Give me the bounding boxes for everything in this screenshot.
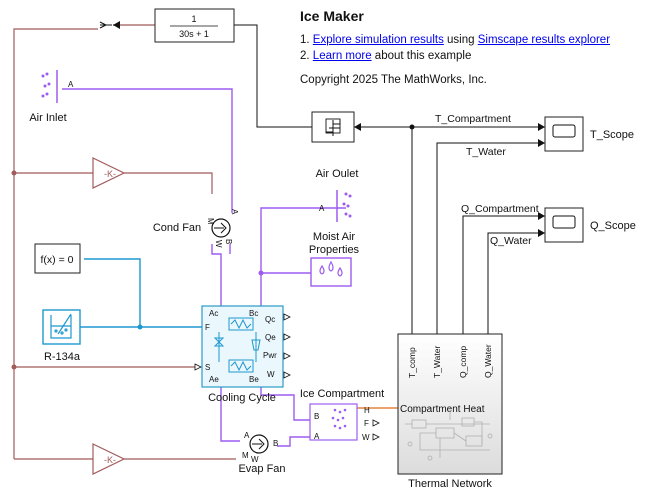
line1-connector: using xyxy=(443,34,478,46)
cond-fan-block[interactable]: M A B W Cond Fan xyxy=(153,209,239,248)
gain-block-bottom[interactable]: -K- xyxy=(92,443,126,475)
gain-bottom-label: -K- xyxy=(104,455,116,465)
air-outlet-port-a: A xyxy=(319,204,325,213)
step-number-2: 2. xyxy=(300,50,313,62)
tf-denominator: 30s + 1 xyxy=(179,29,209,39)
cond-fan-port-m: M xyxy=(206,218,215,225)
cond-fan-port-b: B xyxy=(224,239,233,244)
ice-compartment-label: Ice Compartment xyxy=(300,388,384,400)
cc-port-qc: Qc xyxy=(265,315,275,324)
evap-fan-port-a: A xyxy=(244,431,250,440)
tf-numerator: 1 xyxy=(191,14,196,24)
evap-fan-label: Evap Fan xyxy=(238,463,285,475)
moist-air-label-1: Moist Air xyxy=(313,231,356,243)
evap-fan-port-b: B xyxy=(273,439,278,448)
refrigerant-lines xyxy=(80,258,202,328)
instruction-line-2: 2. Learn more about this example xyxy=(300,48,640,64)
gain-top-label: -K- xyxy=(104,169,116,179)
cc-port-pwr: Pwr xyxy=(263,351,277,360)
ice-port-w: W xyxy=(362,433,370,442)
tn-port-t-water: T_Water xyxy=(432,346,442,378)
thermal-network-block[interactable]: T_comp T_Water Q_comp Q_Water Compartmen… xyxy=(397,333,503,490)
signal-label-t-compartment: T_Compartment xyxy=(435,113,511,125)
signal-junctions xyxy=(11,170,17,370)
ice-port-f: F xyxy=(364,419,369,428)
cc-port-bc: Bc xyxy=(249,309,258,318)
solver-label: f(x) = 0 xyxy=(41,254,74,266)
t-scope-block[interactable]: T_Scope xyxy=(544,116,634,152)
evap-fan-port-m: M xyxy=(242,451,249,460)
cc-port-s: S xyxy=(205,363,210,372)
refrigerant-properties-block[interactable]: R-134a xyxy=(42,309,81,363)
t-scope-label: T_Scope xyxy=(590,129,634,141)
model-annotation: Ice Maker 1. Explore simulation results … xyxy=(300,8,640,86)
instruction-line-1: 1. Explore simulation results using Sims… xyxy=(300,32,640,48)
air-inlet-label: Air Inlet xyxy=(29,112,66,124)
signal-label-q-compartment: Q_Compartment xyxy=(461,203,539,215)
results-explorer-link[interactable]: Simscape results explorer xyxy=(477,34,611,46)
transfer-function-block[interactable]: 1 30s + 1 xyxy=(99,8,235,43)
ice-port-a: A xyxy=(314,432,320,441)
thermal-network-label: Thermal Network xyxy=(408,478,492,490)
line2-suffix: about this example xyxy=(371,50,472,62)
ice-port-b: B xyxy=(314,412,319,421)
cc-port-ac: Ac xyxy=(209,309,218,318)
moist-air-label-2: Properties xyxy=(309,244,360,256)
learn-more-link[interactable]: Learn more xyxy=(312,50,372,62)
q-scope-block[interactable]: Q_Scope xyxy=(544,207,636,243)
tn-port-t-comp: T_comp xyxy=(407,347,417,378)
beaker-icon xyxy=(50,313,72,339)
signal-label-t-water: T_Water xyxy=(466,146,506,158)
cooling-cycle-block[interactable]: Ac Bc F S Ae Be Qc Qe Pwr W Cooling Cycl… xyxy=(194,305,291,404)
signal-label-q-water: Q_Water xyxy=(490,235,532,247)
evap-fan-block[interactable]: A B M W Evap Fan xyxy=(238,431,285,475)
solver-configuration-block[interactable]: f(x) = 0 xyxy=(34,243,81,274)
tn-port-q-water: Q_Water xyxy=(483,344,493,378)
gain-block-top[interactable]: -K- xyxy=(92,157,126,189)
cc-port-w: W xyxy=(267,370,275,379)
control-signal-lines xyxy=(13,24,236,460)
air-outlet-block[interactable]: A Air Oulet xyxy=(316,168,359,222)
air-junction xyxy=(258,270,264,276)
droplets-icon xyxy=(319,260,343,277)
copyright-text: Copyright 2025 The MathWorks, Inc. xyxy=(300,74,487,86)
air-outlet-label: Air Oulet xyxy=(316,168,359,180)
ice-compartment-block[interactable]: Ice Compartment B A H F W xyxy=(300,388,384,442)
explore-results-link[interactable]: Explore simulation results xyxy=(312,34,444,46)
evap-fan-port-w: W xyxy=(251,455,259,464)
ice-port-h: H xyxy=(364,406,370,415)
air-inlet-port-a: A xyxy=(68,80,74,89)
relay-block[interactable] xyxy=(311,111,355,143)
cc-port-ae: Ae xyxy=(209,375,219,384)
model-title: Ice Maker xyxy=(300,8,364,24)
cooling-cycle-label: Cooling Cycle xyxy=(208,392,276,404)
refrigerant-junction xyxy=(137,324,143,330)
cond-fan-port-a: A xyxy=(230,209,239,215)
thermal-network-preview xyxy=(405,410,493,461)
cc-port-qe: Qe xyxy=(265,333,276,342)
cc-port-be: Be xyxy=(249,375,259,384)
step-number-1: 1. xyxy=(300,34,313,46)
tn-port-q-comp: Q_comp xyxy=(458,346,468,378)
cond-fan-label: Cond Fan xyxy=(153,222,201,234)
tn-port-compartment-heat: Compartment Heat xyxy=(400,404,485,415)
air-inlet-block[interactable]: A Air Inlet xyxy=(29,70,74,124)
cc-port-f: F xyxy=(205,323,210,332)
q-scope-label: Q_Scope xyxy=(590,220,636,232)
signal-junction xyxy=(409,124,415,130)
moist-air-properties-block[interactable]: Moist Air Properties xyxy=(309,231,360,287)
refrigerant-label: R-134a xyxy=(44,351,81,363)
cond-fan-port-w: W xyxy=(214,240,223,248)
